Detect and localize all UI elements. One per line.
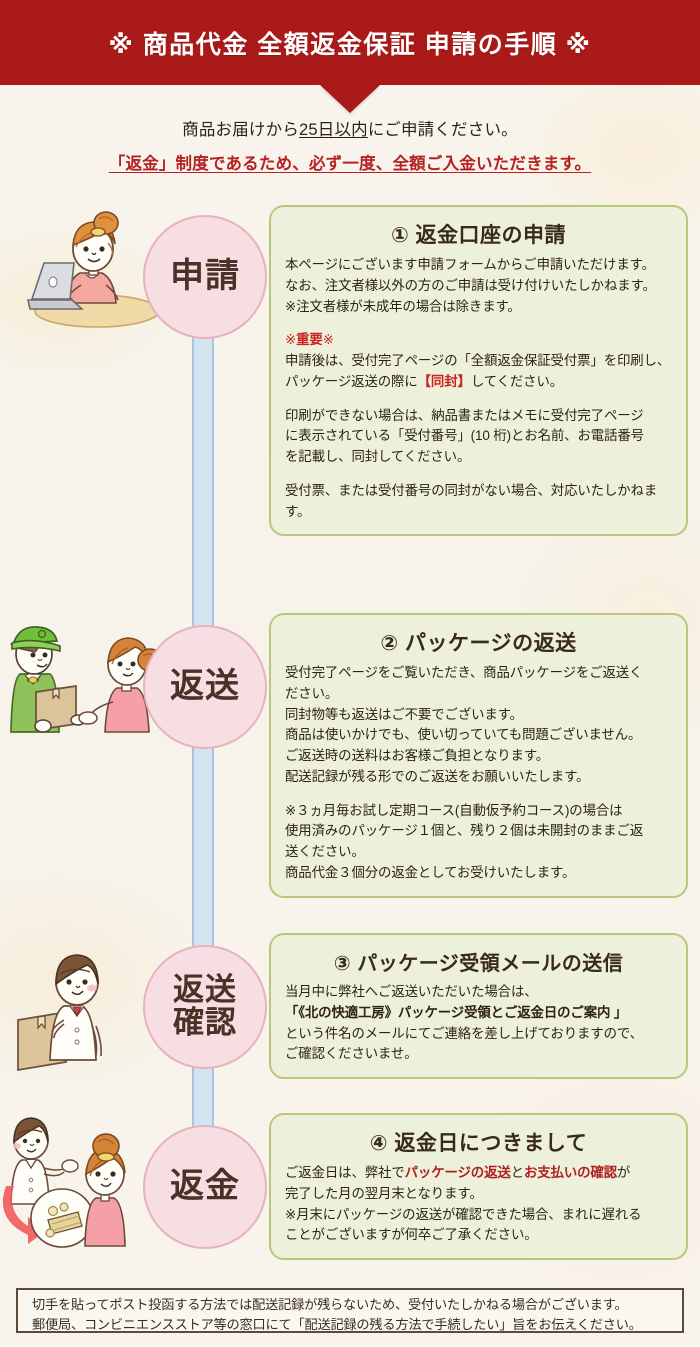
step-card-3-title: ③ パッケージ受領メールの送信 <box>333 953 624 975</box>
step-badge-1-label: 申請 <box>170 257 240 296</box>
marker-suffix: ※ <box>322 332 334 348</box>
spacer <box>285 317 672 330</box>
text-line: 使用済みのパッケージ１個と、残り２個は未開封のままご返 <box>285 823 644 839</box>
seg: と <box>510 1165 524 1180</box>
seg: が <box>617 1165 631 1180</box>
banner-arrow-icon <box>320 85 380 113</box>
lead-line-2: 「返金」制度であるため、必ず一度、全額ご入金いただきます。 <box>108 154 592 173</box>
lead-prefix: 商品お届けから <box>182 121 300 139</box>
text-line: 本ページにございます申請フォームからご申請いただけます。 <box>285 257 655 272</box>
step-card-2: ② パッケージの返送 受付完了ページをご覧いただき、商品パッケージをご返送く だ… <box>269 613 688 898</box>
step-card-1-title: ① 返金口座の申請 <box>390 224 567 247</box>
step-card-4: ④ 返金日につきまして ご返金日は、弊社でパッケージの返送とお支払いの確認が 完… <box>269 1113 688 1261</box>
text-line: 完了した月の翌月末となります。 <box>285 1185 483 1201</box>
lead-deadline: 25日以内 <box>299 121 368 139</box>
warning-line: 受付票、または受付番号の同封がない場合、対応いたしかねま <box>285 482 658 498</box>
text-line: パッケージ返送の際に【同封】してください。 <box>285 372 672 393</box>
marker-word: 重要 <box>296 332 323 348</box>
woman-at-laptop-icon <box>22 203 172 333</box>
text-line: ださい。 <box>285 685 339 701</box>
page-title: ※ 商品代金 全額返金保証 申請の手順 ※ <box>108 30 592 59</box>
text-line: 商品代金３個分の返金としてお受けいたします。 <box>285 864 576 880</box>
lead-suffix: にご申請ください。 <box>367 121 518 139</box>
step-badge-3-label: 返送 確認 <box>173 974 237 1039</box>
footer-note: 切手を貼ってポスト投函する方法では配送記録が残らないため、受付いたしかねる場合が… <box>16 1288 684 1333</box>
spacer <box>285 788 672 801</box>
warning-line: す。 <box>285 503 311 519</box>
lead-line-1: 商品お届けから25日以内にご申請ください。 <box>0 118 700 143</box>
text-line: 申請後は、受付完了ページの「全額返金保証受付票」を印刷し、 <box>285 353 671 369</box>
important-marker: ※重要※ <box>285 330 672 351</box>
seg-highlight: お支払いの確認 <box>523 1165 618 1180</box>
text-line: 当月中に弊社へご返送いただいた場合は、 <box>285 984 538 999</box>
text-line: 同封物等も返送はご不要でございます。 <box>285 706 523 722</box>
marker-prefix: ※ <box>285 332 297 348</box>
step-card-4-title: ④ 返金日につきまして <box>369 1132 588 1155</box>
step-card-1: ① 返金口座の申請 本ページにございます申請フォームからご申請いただけます。 な… <box>269 205 688 537</box>
text-line: 配送記録が残る形でのご返送をお願いいたします。 <box>285 768 590 784</box>
lead-text: 商品お届けから25日以内にご申請ください。 「返金」制度であるため、必ず一度、全… <box>0 118 700 174</box>
text-line: 受付完了ページをご覧いただき、商品パッケージをご返送く <box>285 665 643 680</box>
text-line: 印刷ができない場合は、納品書またはメモに受付完了ページ <box>285 407 644 423</box>
step-badge-2-label: 返送 <box>170 667 240 706</box>
step-card-4-body: ご返金日は、弊社でパッケージの返送とお支払いの確認が 完了した月の翌月末となりま… <box>285 1163 672 1246</box>
step-badge-1: 申請 <box>143 215 267 339</box>
text-line: ご確認くださいませ。 <box>285 1046 418 1062</box>
text-line: を記載し、同封してください。 <box>285 449 471 465</box>
refund-money-icon <box>0 1112 175 1267</box>
step-badge-4: 返金 <box>143 1125 267 1249</box>
text-line: ※３ヵ月毎お試し定期コース(自動仮予約コース)の場合は <box>285 802 623 818</box>
seg: ご返金日は、弊社で <box>285 1165 405 1180</box>
header-banner: ※ 商品代金 全額返金保証 申請の手順 ※ <box>0 0 700 85</box>
spacer <box>285 468 672 481</box>
step-card-2-body: 受付完了ページをご覧いただき、商品パッケージをご返送く ださい。 同封物等も返送… <box>285 663 672 884</box>
staff-with-box-icon <box>8 938 148 1076</box>
step-badge-3-line-1: 返送 <box>173 972 237 1008</box>
email-subject-line: 「《北の快適工房》パッケージ受領とご返金日のご案内 」 <box>285 1004 628 1020</box>
step-card-3-body: 当月中に弊社へご返送いただいた場合は、 「《北の快適工房》パッケージ受領とご返金… <box>285 982 672 1065</box>
delivery-handoff-icon <box>0 612 190 757</box>
text-line: に表示されている「受付番号」(10 桁)とお名前、お電話番号 <box>285 428 644 444</box>
seg: パッケージ返送の際に <box>285 373 418 389</box>
step-card-3: ③ パッケージ受領メールの送信 当月中に弊社へご返送いただいた場合は、 「《北の… <box>269 933 688 1080</box>
text-line: ことがございますが何卒ご了承ください。 <box>285 1227 538 1243</box>
text-line: という件名のメールにてご連絡を差し上げておりますので、 <box>285 1025 643 1041</box>
seg-highlight: 【同封】 <box>417 373 471 389</box>
step-badge-4-label: 返金 <box>170 1167 240 1206</box>
text-line: ご返送時の送料はお客様ご負担となります。 <box>285 748 550 764</box>
footer-note-line-1: 切手を貼ってポスト投函する方法では配送記録が残らないため、受付いたしかねる場合が… <box>32 1297 628 1312</box>
step-card-1-body: 本ページにございます申請フォームからご申請いただけます。 なお、注文者様以外の方… <box>285 255 672 522</box>
step-card-2-title: ② パッケージの返送 <box>380 632 577 655</box>
text-line: ※月末にパッケージの返送が確認できた場合、まれに遅れる <box>285 1206 642 1222</box>
step-badge-3: 返送 確認 <box>143 945 267 1069</box>
spacer <box>285 393 672 406</box>
text-line: ご返金日は、弊社でパッケージの返送とお支払いの確認が <box>285 1163 672 1184</box>
step-badge-2: 返送 <box>143 625 267 749</box>
footer-note-line-2: 郵便局、コンビニエンスストア等の窓口にて「配送記録の残る方法で手続したい」旨をお… <box>32 1317 642 1333</box>
seg: してください。 <box>470 373 564 389</box>
text-line: 商品は使いかけでも、使い切っていても問題ございません。 <box>285 727 642 743</box>
step-badge-3-line-2: 確認 <box>173 1005 237 1040</box>
text-line: 送ください。 <box>285 844 365 860</box>
text-line: ※注文者様が未成年の場合は除きます。 <box>285 298 521 314</box>
text-line: なお、注文者様以外の方のご申請は受け付けいたしかねます。 <box>285 277 656 293</box>
seg-highlight: パッケージの返送 <box>404 1165 511 1180</box>
